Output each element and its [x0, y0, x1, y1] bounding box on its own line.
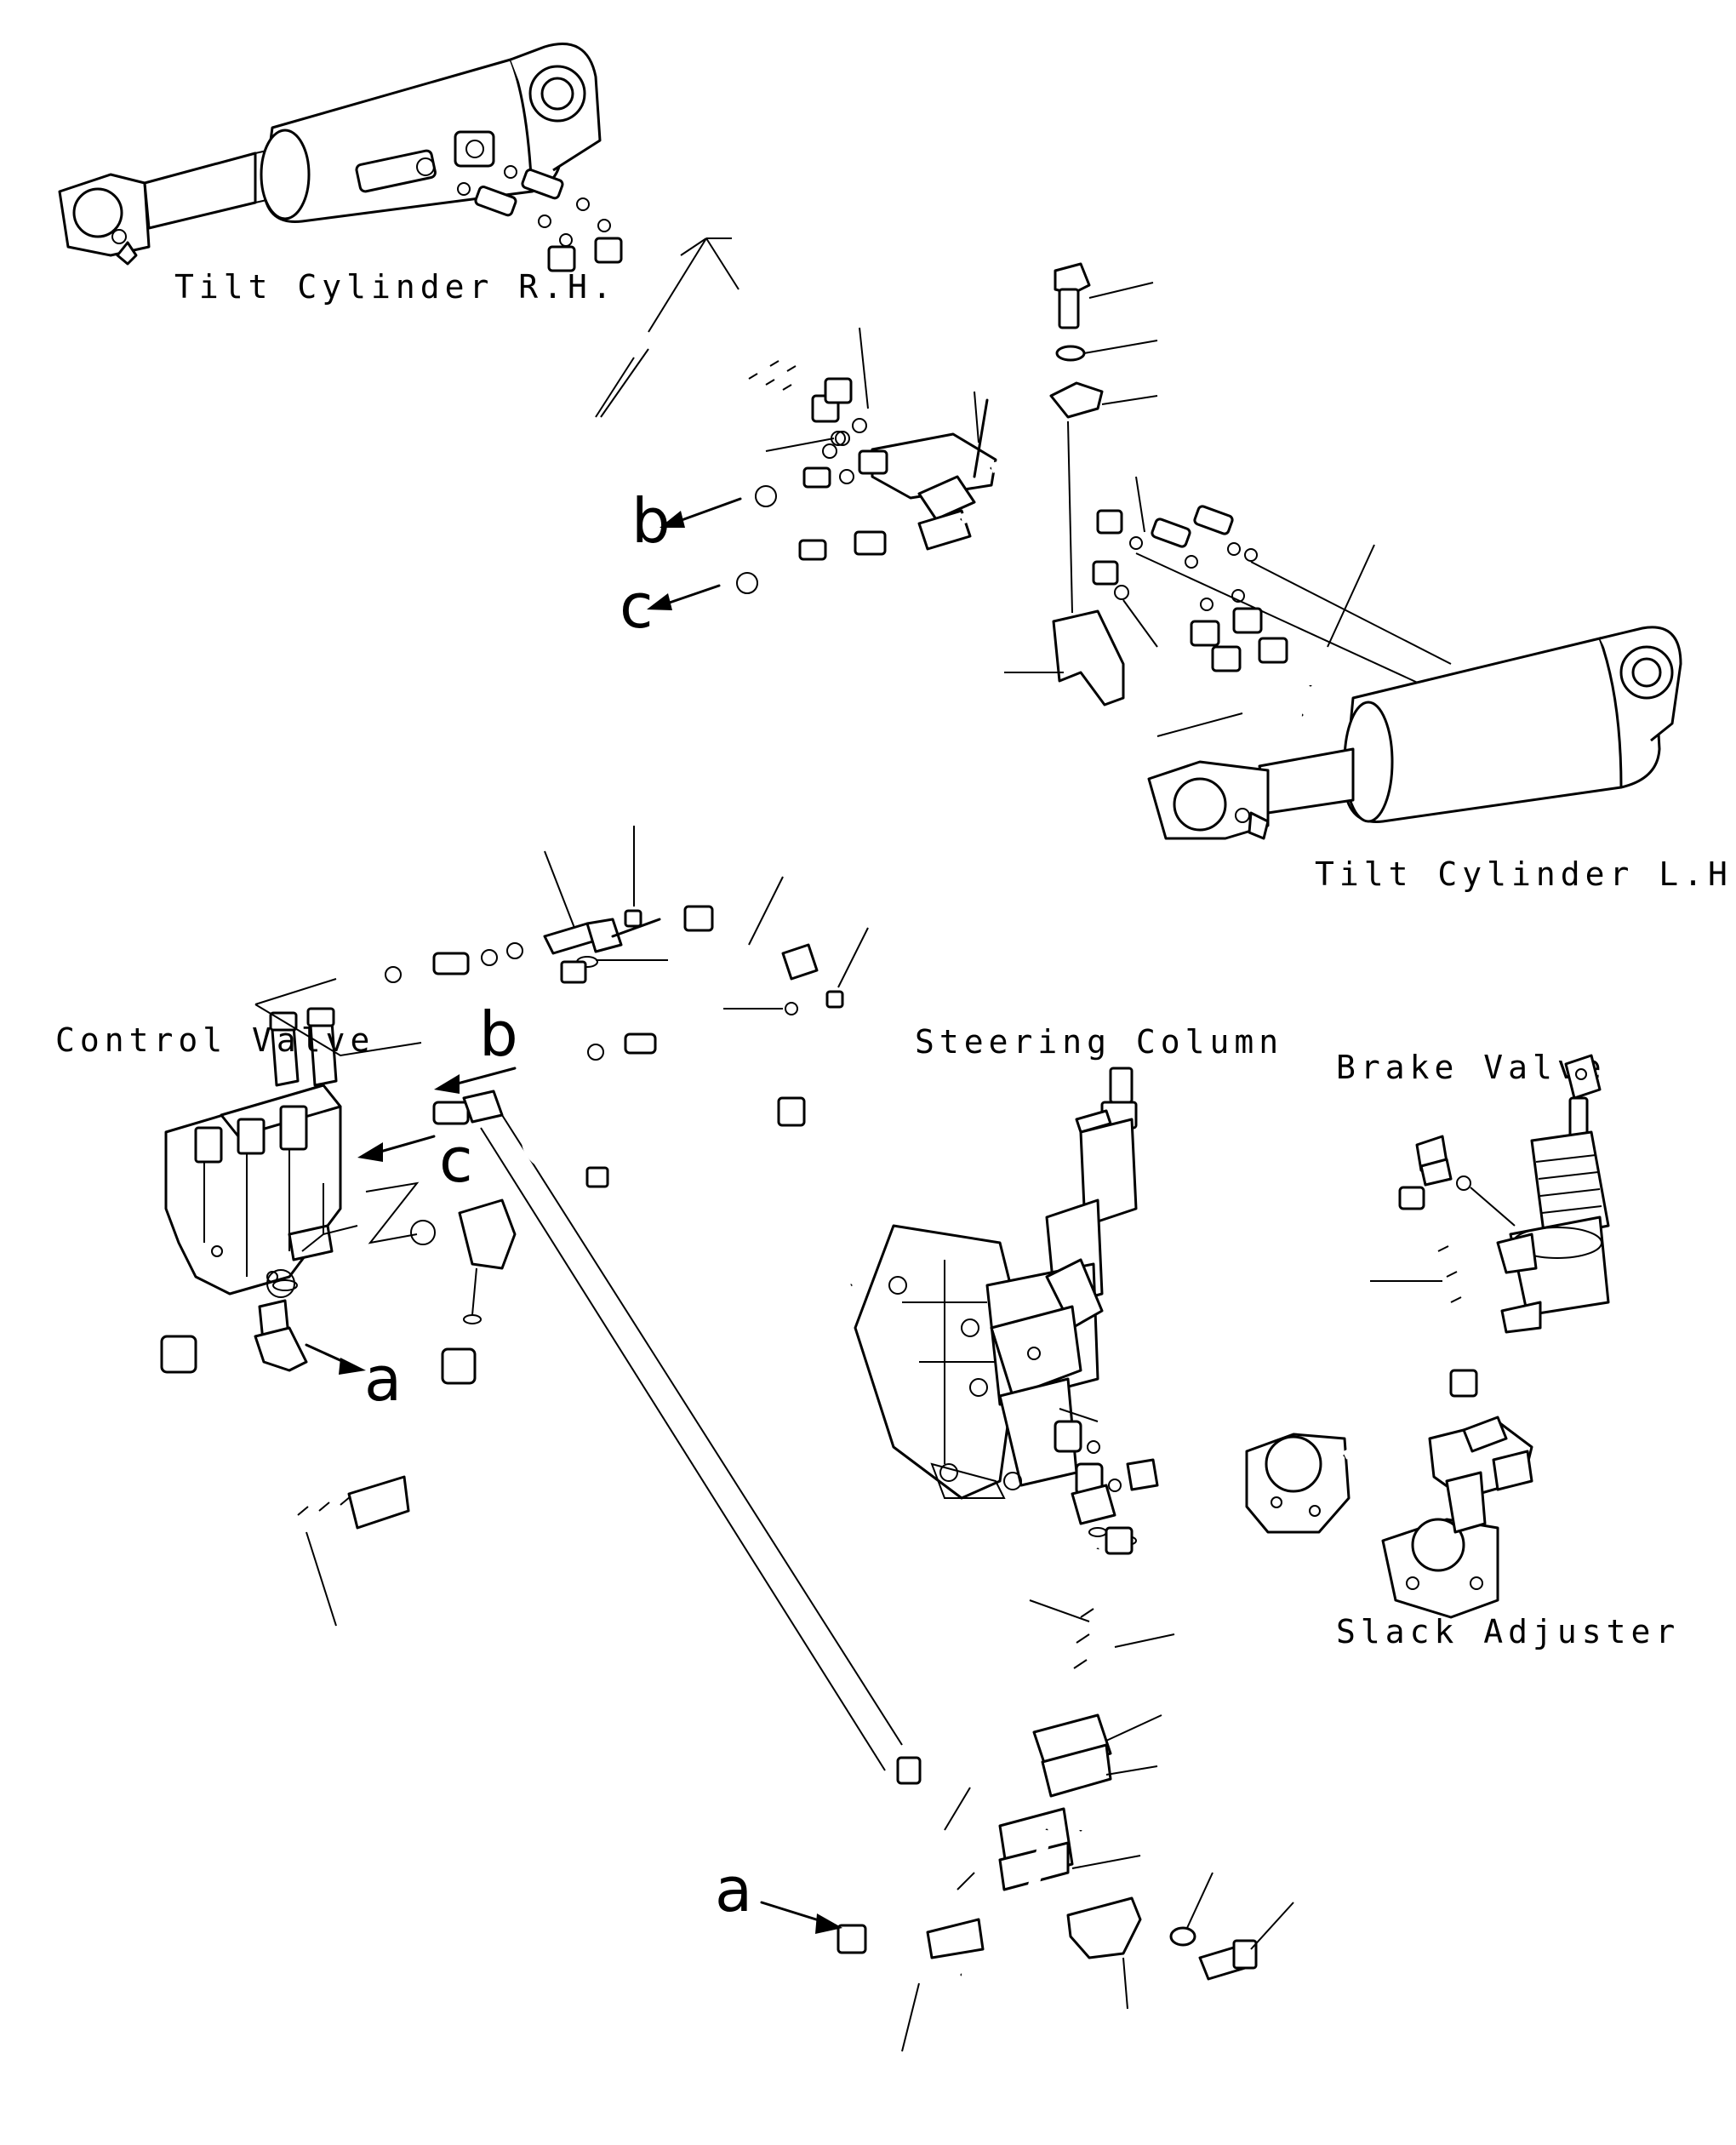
- port-label-a-lower-right: a: [715, 1854, 752, 1925]
- steering-column: [854, 1067, 1159, 1546]
- label-brake-valve: Brake Valve: [1336, 1049, 1607, 1086]
- steering-hose-bundle: [760, 1526, 1175, 2052]
- port-arrows-control-valve: [357, 1067, 517, 1162]
- port-label-a-lower-left: a: [364, 1343, 402, 1415]
- brake-line-hose: [1370, 1186, 1478, 1398]
- label-tilt-cylinder-lh: Tilt Cylinder L.H.: [1315, 855, 1736, 893]
- label-tilt-cylinder-rh: Tilt Cylinder R.H.: [174, 268, 617, 306]
- port-label-c-upper: c: [620, 570, 654, 642]
- control-valve-main-hose: [160, 1335, 477, 1627]
- label-steering-column: Steering Column: [915, 1023, 1283, 1061]
- brake-valve: [1415, 1054, 1610, 1334]
- port-arrows-top: [647, 497, 742, 610]
- rh-tilt-hoses: [547, 237, 853, 423]
- lh-cylinder-fittings: [1114, 476, 1452, 699]
- tee-block-assembly: [736, 391, 1123, 594]
- control-valve-fittings: [254, 826, 903, 1771]
- label-control-valve: Control Valve: [55, 1021, 374, 1059]
- label-slack-adjuster: Slack Adjuster: [1336, 1613, 1680, 1650]
- control-valve: [164, 978, 422, 1298]
- port-label-b-lower: b: [479, 998, 518, 1070]
- leader-lines-top: [600, 237, 869, 452]
- port-label-b-upper: b: [631, 485, 671, 557]
- port-label-c-lower: c: [439, 1124, 473, 1196]
- control-valve-pipes: [521, 876, 869, 1307]
- slack-adjuster: [1245, 1373, 1533, 1619]
- tilt-cylinder-rh: [58, 43, 602, 266]
- clamp-bolt-bottom: [1066, 1872, 1294, 2010]
- rh-cylinder-fittings: [457, 165, 611, 247]
- tilt-cylinder-lh: [1147, 626, 1682, 840]
- lh-tilt-hoses: [1156, 605, 1319, 737]
- clamp-bolt-top: [1004, 262, 1158, 706]
